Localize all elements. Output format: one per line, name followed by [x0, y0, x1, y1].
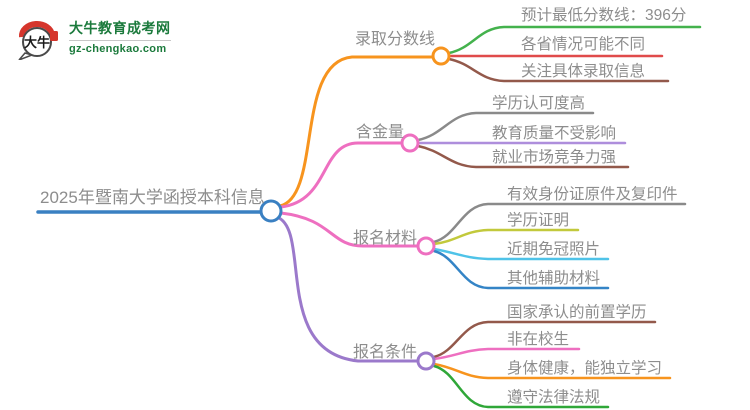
edge-materials-child-3 — [432, 249, 610, 290]
edge-conditions-child-1 — [432, 347, 581, 361]
child-label-quality[interactable]: 教育质量不受影响 — [492, 125, 617, 142]
edge-score-line-child-2 — [447, 57, 670, 83]
root-node-circle[interactable] — [259, 199, 283, 223]
edge-root-to-materials — [279, 211, 420, 248]
branch-label-materials[interactable]: 报名材料 — [353, 230, 418, 247]
mindmap-root-label[interactable]: 2025年暨南大学函授本科信息 — [40, 188, 265, 207]
edge-value-child-2 — [416, 144, 630, 169]
edge-materials-child-2 — [432, 247, 610, 261]
edge-conditions-child-0 — [432, 320, 657, 359]
edge-conditions-child-2 — [432, 362, 672, 380]
node-circle-materials[interactable] — [416, 236, 436, 256]
node-circle-conditions[interactable] — [416, 351, 436, 371]
child-label-id-card[interactable]: 有效身份证原件及复印件 — [507, 186, 678, 203]
child-label-min-score[interactable]: 预计最低分数线：396分 — [521, 7, 687, 24]
logo-url: gz-chengkao.com — [69, 42, 167, 55]
child-label-law[interactable]: 遵守法律法规 — [507, 389, 601, 406]
branch-label-conditions[interactable]: 报名条件 — [353, 344, 418, 361]
site-logo[interactable]: 大牛 大牛教育成考网 gz-chengkao.com — [14, 12, 171, 60]
logo-icon-text: 大牛 — [24, 35, 50, 50]
child-label-diploma[interactable]: 学历证明 — [507, 212, 570, 229]
logo-text-block: 大牛教育成考网 gz-chengkao.com — [69, 18, 171, 55]
edge-score-line-child-0 — [447, 25, 702, 55]
branch-label-score-line[interactable]: 录取分数线 — [355, 31, 436, 48]
edge-root-to-score-line — [278, 55, 435, 208]
child-label-prior-education[interactable]: 国家承认的前置学历 — [507, 304, 647, 321]
child-label-province-differ[interactable]: 各省情况可能不同 — [521, 36, 646, 53]
edge-root-to-conditions — [275, 215, 420, 363]
logo-title: 大牛教育成考网 — [69, 19, 171, 36]
logo-divider — [69, 39, 171, 41]
child-label-non-student[interactable]: 非在校生 — [507, 331, 570, 348]
child-label-competitive[interactable]: 就业市场竞争力强 — [492, 149, 617, 166]
edge-root-to-value — [279, 141, 404, 209]
child-label-photo[interactable]: 近期免冠照片 — [507, 241, 601, 258]
edge-materials-child-0 — [432, 202, 687, 244]
child-label-other-materials[interactable]: 其他辅助材料 — [507, 270, 601, 287]
edge-value-child-0 — [416, 111, 595, 142]
branch-label-value[interactable]: 含金量 — [356, 124, 405, 141]
logo-bull-icon: 大牛 — [18, 20, 58, 60]
edge-conditions-child-3 — [432, 364, 610, 409]
child-label-health[interactable]: 身体健康，能独立学习 — [507, 360, 663, 377]
edge-materials-child-1 — [432, 228, 580, 246]
node-circle-value[interactable] — [400, 133, 420, 153]
child-label-check-info[interactable]: 关注具体录取信息 — [521, 63, 646, 80]
node-circle-score-line[interactable] — [431, 46, 451, 66]
child-label-recognition[interactable]: 学历认可度高 — [492, 95, 586, 112]
